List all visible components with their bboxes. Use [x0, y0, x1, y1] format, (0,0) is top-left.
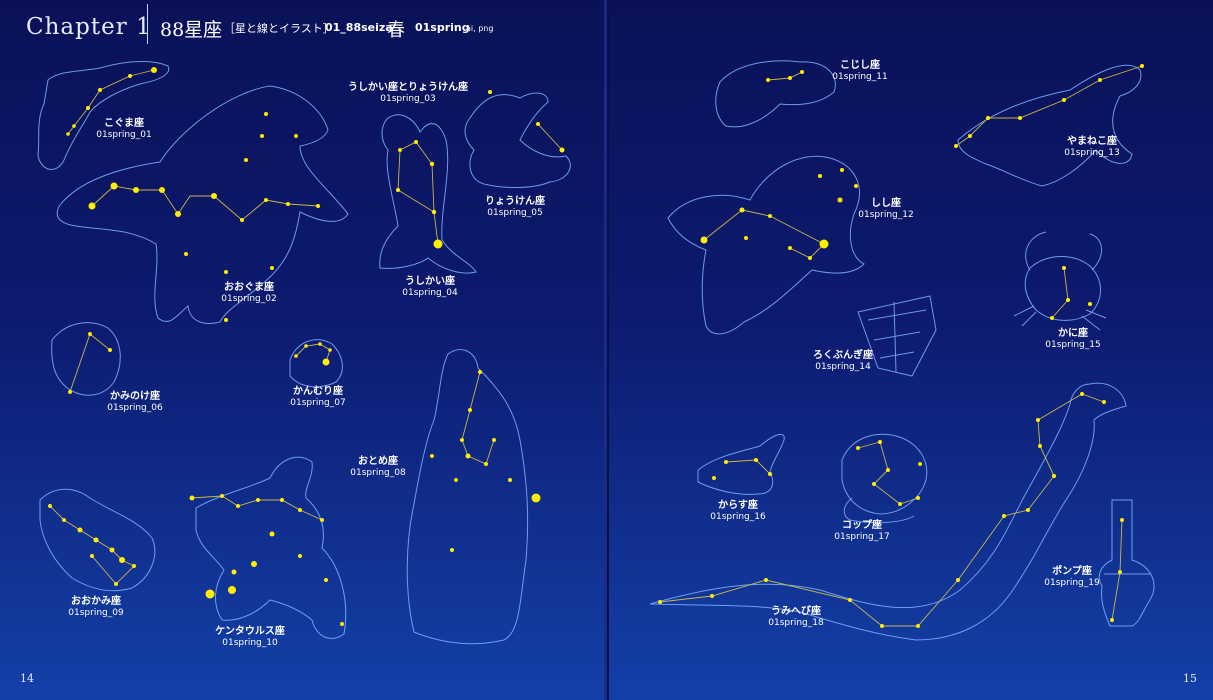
lesser-lion-lines	[767, 71, 803, 81]
air-pump-outline	[1098, 499, 1155, 627]
stars	[48, 64, 1144, 628]
page-title: 88星座	[160, 19, 223, 41]
page-subtitle: ［星と線とイラスト］	[224, 22, 334, 35]
lesser-lion-outline	[715, 60, 836, 128]
lynx-lines	[955, 65, 1143, 147]
hunting-dogs-lines	[537, 123, 563, 151]
page-gutter-shadow	[607, 0, 609, 700]
hunting-dogs-outline	[464, 92, 571, 188]
wolf-lines	[49, 505, 135, 585]
sea-serpent-lines	[659, 393, 1105, 627]
folder-code: 01_88seiza	[325, 21, 393, 34]
page-number-right: 15	[1183, 672, 1197, 685]
page-number-left: 14	[20, 672, 34, 685]
hair-lines	[69, 333, 111, 393]
sea-serpent-outline	[649, 382, 1127, 641]
wolf-outline	[39, 488, 156, 592]
file-formats: ai, png	[466, 24, 494, 33]
maiden-lines	[461, 371, 495, 465]
great-bear-outline	[56, 85, 349, 324]
maiden-outline	[406, 349, 529, 645]
crow-lines	[725, 459, 771, 475]
lion-outline	[667, 155, 865, 335]
crown-outline	[289, 339, 343, 388]
crow-outline	[697, 433, 785, 495]
sextant-outline	[857, 295, 937, 377]
herdsman-outline	[379, 114, 477, 274]
herdsman-lines	[397, 141, 439, 245]
crab-lines	[1051, 267, 1069, 319]
crab-outline	[1013, 231, 1107, 331]
cup-lines	[857, 441, 919, 505]
great-bear-lines	[91, 185, 319, 221]
season-heading: 春	[387, 20, 405, 41]
season-code: 01spring	[415, 21, 470, 34]
air-pump-lines	[1111, 519, 1123, 621]
chapter-heading: Chapter 1	[26, 14, 152, 40]
little-bear-outline	[37, 61, 170, 170]
lynx-outline	[957, 64, 1142, 187]
centaur-outline	[195, 456, 347, 639]
hair-outline	[51, 322, 121, 396]
page-gutter	[604, 0, 607, 700]
lion-lines	[703, 209, 825, 259]
header-divider	[147, 4, 148, 44]
cup-outline	[841, 433, 928, 524]
